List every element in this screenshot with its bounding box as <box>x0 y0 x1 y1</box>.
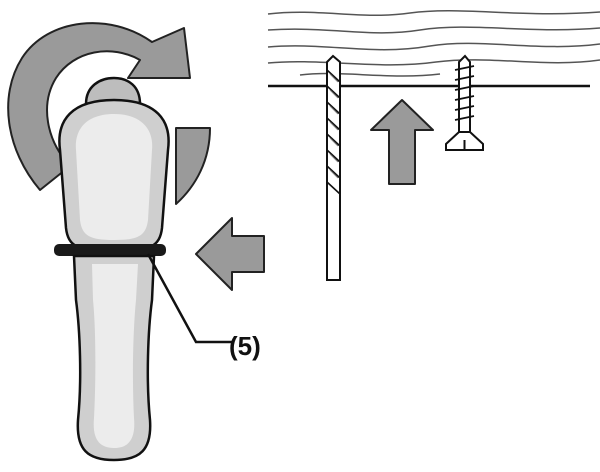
screw-icon <box>445 54 484 151</box>
push-arrow-left-icon <box>195 217 265 291</box>
callout-5-label: (5) <box>229 331 261 361</box>
push-arrow-up-icon <box>370 99 434 185</box>
wood-board-icon <box>267 0 600 88</box>
drill-bit-icon <box>326 54 341 281</box>
rotation-arrow-icon <box>7 22 211 205</box>
drill-handle-icon <box>54 76 170 462</box>
callout-5: (5) <box>146 253 261 361</box>
